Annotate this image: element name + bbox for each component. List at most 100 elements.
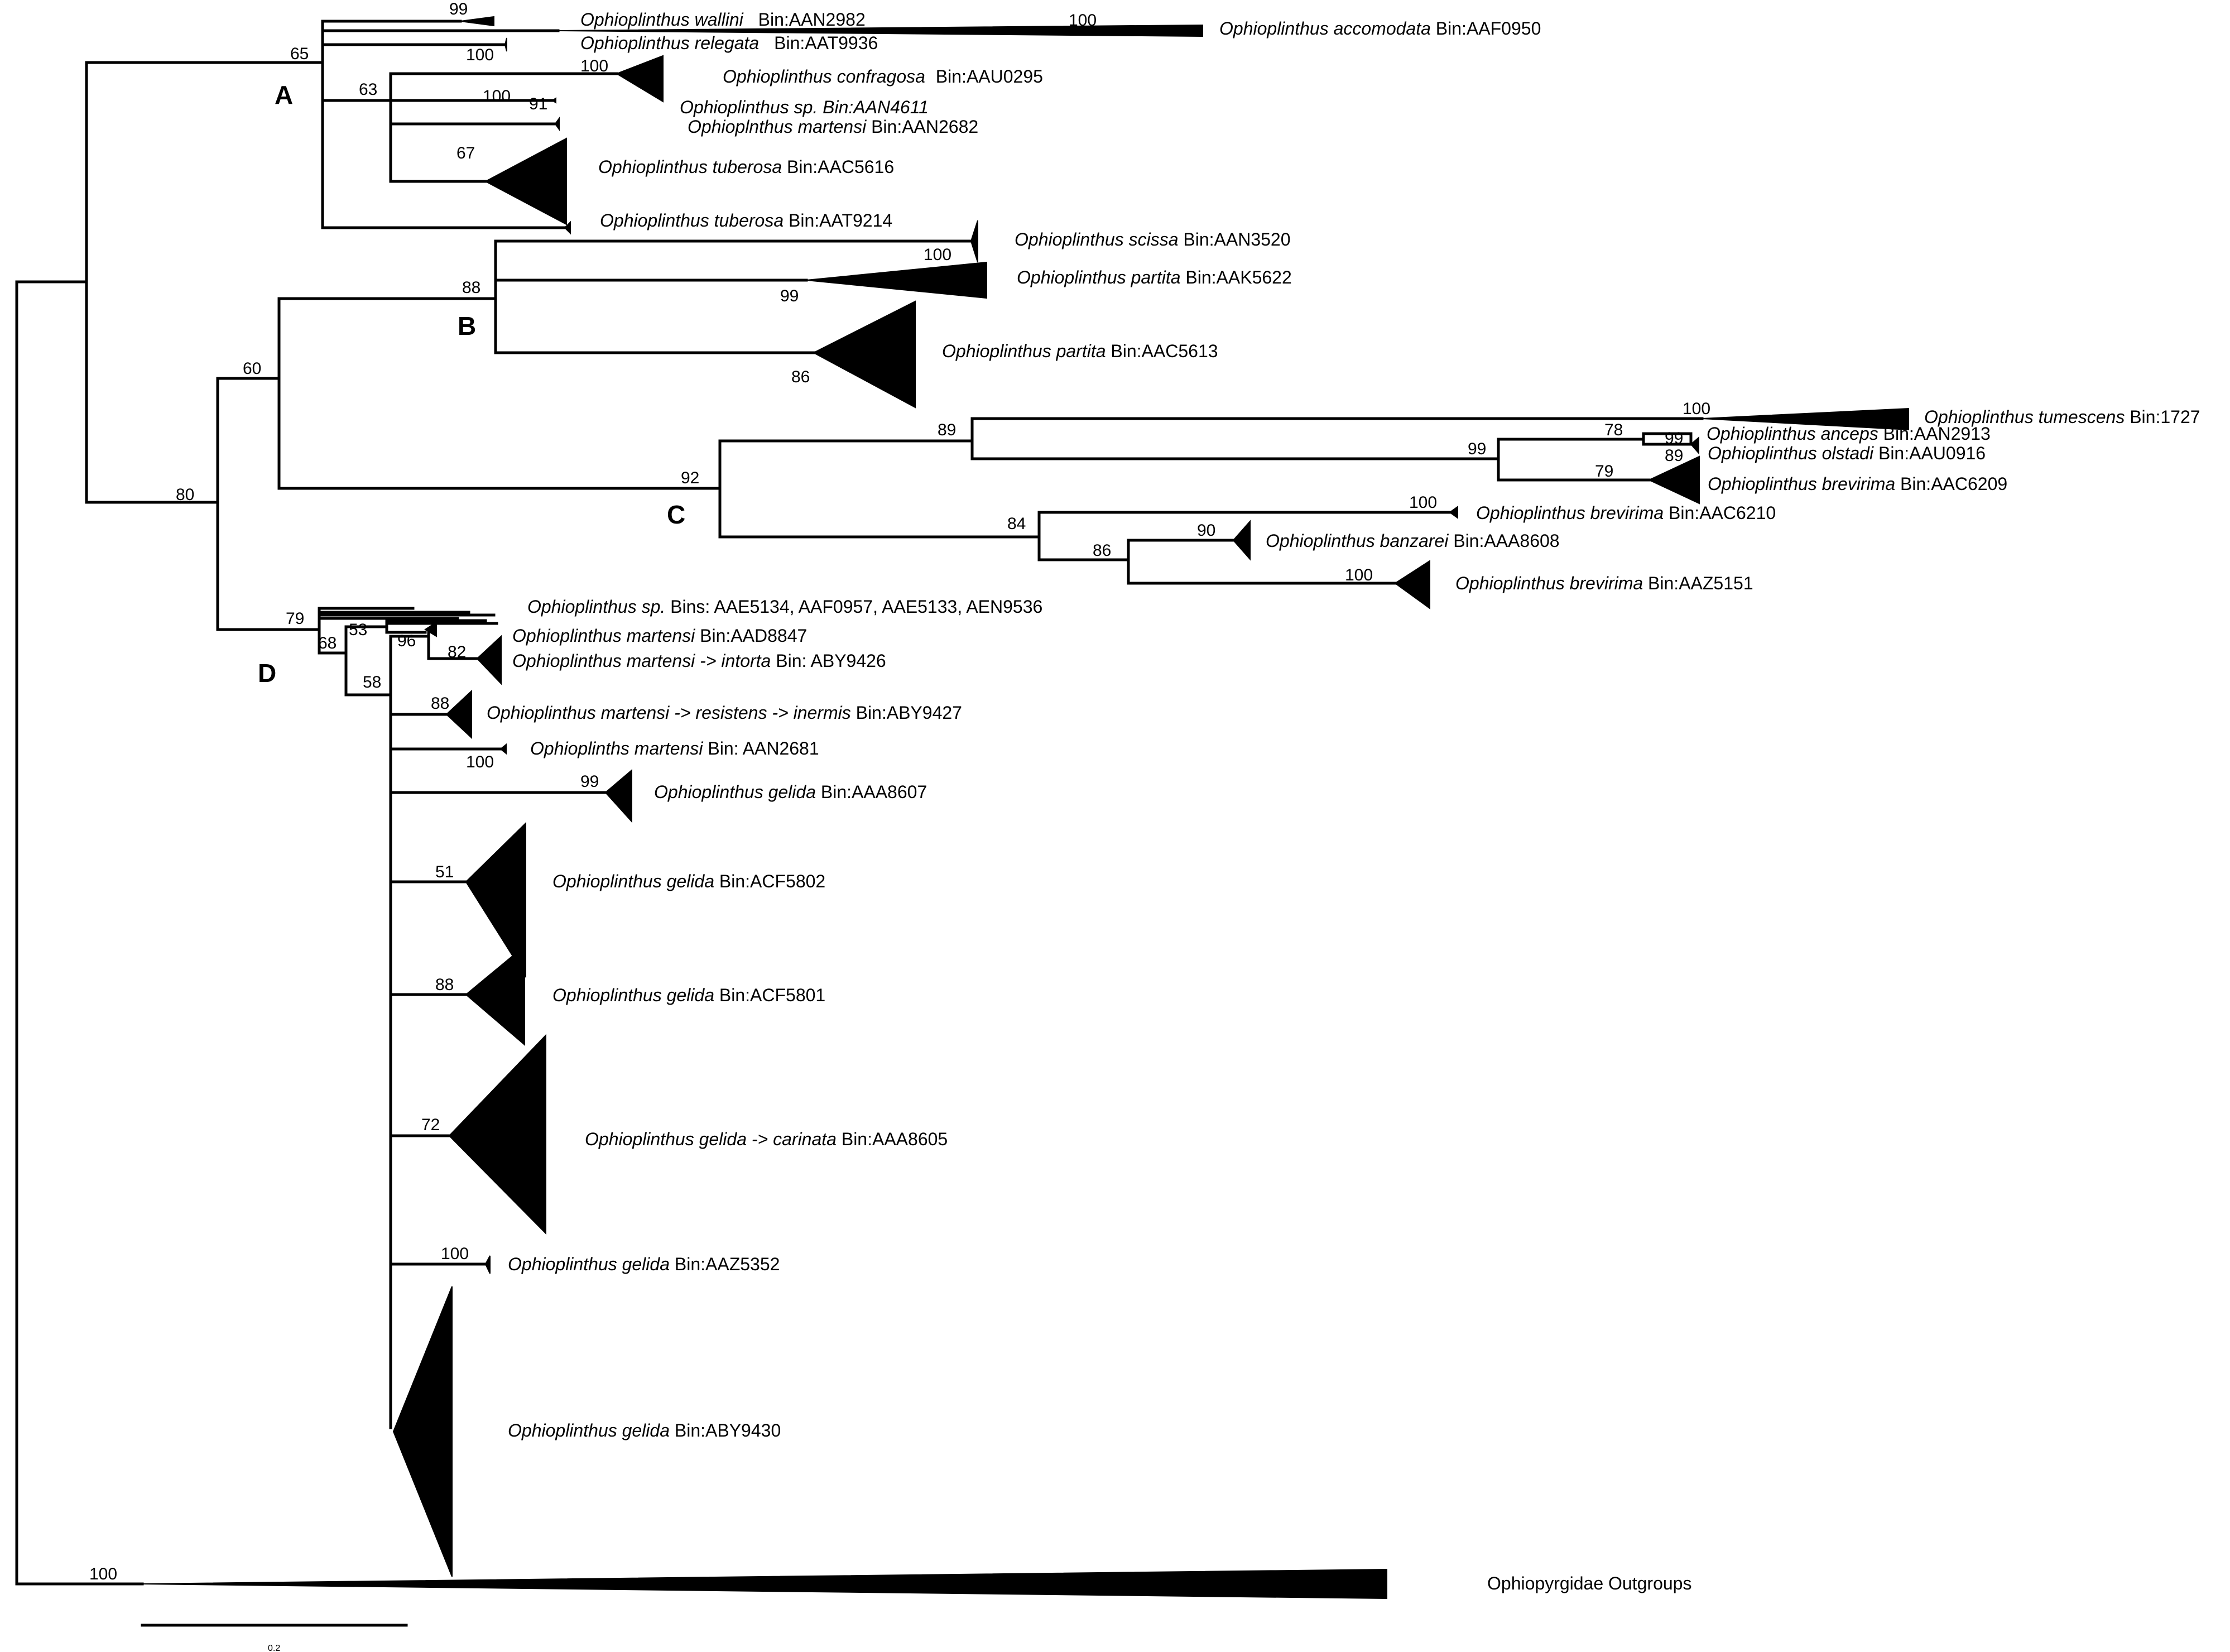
tip-label: Ophioplinthus gelida Bin:ACF5802 <box>552 871 825 891</box>
bootstrap-label: 90 <box>1197 521 1215 540</box>
bootstrap-label: 99 <box>1665 429 1683 448</box>
tip-label: Ophioplinthus gelida Bin:ABY9430 <box>508 1420 781 1440</box>
tip-label: Ophioplinthus sp. Bins: AAE5134, AAF0957… <box>527 597 1042 617</box>
tip-label: Ophioplinthus martensi -> resistens -> i… <box>487 703 962 723</box>
clade-triangle-gelida-acf5801 <box>465 944 525 1046</box>
clade-triangle-olstadi <box>1690 436 1699 455</box>
clade-triangle-brevirima-aac6210 <box>1449 506 1458 519</box>
clade-label-b: B <box>458 311 476 340</box>
bootstrap-label: 92 <box>681 469 699 487</box>
tip-label: Ophioplinthus gelida Bin:ACF5801 <box>552 985 825 1005</box>
branch-clade-b <box>494 239 973 354</box>
bootstrap-label: 100 <box>466 753 494 771</box>
clade-triangle-sp-aan4611 <box>551 97 556 104</box>
bootstrap-label: 99 <box>449 0 468 18</box>
clade-triangle-martensi-aan2682 <box>554 116 560 132</box>
tip-label: Ophioplinthus relegata Bin:AAT9936 <box>580 33 878 53</box>
bootstrap-label: 53 <box>349 621 367 639</box>
bootstrap-label: 58 <box>363 673 381 691</box>
bootstrap-label: 79 <box>286 609 304 628</box>
bootstrap-label: 100 <box>89 1565 117 1583</box>
bootstrap-label: 88 <box>431 694 449 713</box>
bootstrap-label: 60 <box>243 359 261 378</box>
tip-label: Ophioplinthus tuberosa Bin:AAC5616 <box>598 157 894 177</box>
tip-label: Ophioplinthus confragosa Bin:AAU0295 <box>723 66 1043 87</box>
bootstrap-label: 100 <box>1683 400 1710 418</box>
tree-branches <box>15 20 1704 1586</box>
bootstrap-label: 100 <box>1345 566 1373 584</box>
bootstrap-label: 89 <box>1665 446 1683 465</box>
clade-triangle-gelida-aaz5352 <box>484 1255 491 1274</box>
bootstrap-label: 80 <box>176 486 194 504</box>
tip-label: Ophioplinthus partita Bin:AAK5622 <box>1017 267 1292 287</box>
tip-label: Ophioplinthus brevirima Bin:AAC6210 <box>1476 503 1776 523</box>
scale-bar: 0.2 <box>141 1624 408 1652</box>
bootstrap-label: 100 <box>1409 493 1437 512</box>
clade-triangle-confragosa <box>615 55 664 103</box>
clade-triangle-martensi-resistens <box>445 689 472 739</box>
clade-triangle-martensi-intorta <box>476 635 502 685</box>
clade-triangle-banzarei <box>1232 520 1251 561</box>
clade-triangle-wallini <box>460 16 494 27</box>
tip-label: Ophioplinthus banzarei Bin:AAA8608 <box>1266 531 1560 551</box>
clade-label-d: D <box>258 659 276 688</box>
collapsed-clades <box>142 16 1909 1600</box>
tip-label: Ophioplinthus tuberosa Bin:AAT9214 <box>600 210 892 230</box>
clade-triangle-partita-aak5622 <box>806 261 987 299</box>
bootstrap-labels: 99 100 65 100 63 100 100 91 67 100 88 99… <box>89 0 1710 1583</box>
tip-label: Ophioplinths martensi Bin: AAN2681 <box>530 738 819 758</box>
tip-label: Ophioplinthus scissa Bin:AAN3520 <box>1015 229 1291 249</box>
scale-bar-label: 0.2 <box>268 1644 280 1652</box>
bootstrap-label: 100 <box>483 87 511 105</box>
bootstrap-label: 89 <box>938 421 956 439</box>
bootstrap-label: 96 <box>397 632 416 650</box>
clade-triangle-martensi-aad8847 <box>424 621 437 637</box>
tip-label: Ophioplinthus sp. Bin:AAN4611 <box>680 97 929 117</box>
bootstrap-label: 67 <box>456 144 475 162</box>
tip-label: Ophioplnthus martensi Bin:AAN2682 <box>688 117 978 137</box>
bootstrap-label: 99 <box>780 287 799 305</box>
clade-triangle-outgroups <box>142 1568 1387 1600</box>
bootstrap-label: 86 <box>791 368 810 386</box>
bootstrap-label: 100 <box>441 1245 469 1263</box>
bootstrap-label: 99 <box>580 772 599 791</box>
bootstrap-label: 51 <box>435 863 454 881</box>
bootstrap-label: 100 <box>1069 11 1097 30</box>
bootstrap-label: 88 <box>435 976 454 994</box>
branch-clade-c <box>718 417 1704 585</box>
tip-label: Ophioplinthus gelida Bin:AAA8607 <box>654 782 927 802</box>
clade-triangle-brevirima-aaz5151 <box>1394 560 1430 609</box>
tip-label: Ophioplinthus tumescens Bin:1727 <box>1924 407 2200 427</box>
clade-triangle-gelida-aaa8607 <box>604 769 632 823</box>
clade-triangle-tumescens <box>1702 407 1909 431</box>
tip-label: Ophioplinthus gelida Bin:AAZ5352 <box>508 1254 780 1274</box>
bootstrap-label: 84 <box>1007 515 1026 533</box>
clade-triangle-gelida-aby9430 <box>392 1286 453 1577</box>
tip-label: Ophioplinthus martensi Bin:AAD8847 <box>512 626 807 646</box>
bootstrap-label: 63 <box>359 80 377 99</box>
clade-triangle-tuberosa-aat9214 <box>564 220 571 235</box>
bootstrap-label: 86 <box>1093 541 1111 560</box>
bootstrap-label: 88 <box>462 278 480 297</box>
clade-triangle-relegata <box>504 37 507 52</box>
tip-label: Ophioplinthus gelida -> carinata Bin:AAA… <box>585 1129 948 1149</box>
tip-label: Ophioplinthus wallini Bin:AAN2982 <box>580 9 866 30</box>
branch-root <box>15 280 144 1586</box>
clade-triangle-brevirima-aac6209 <box>1647 455 1700 505</box>
bootstrap-label: 79 <box>1595 462 1613 481</box>
bootstrap-label: 68 <box>318 634 337 652</box>
clade-label-a: A <box>275 80 293 109</box>
tip-label-outgroups: Ophiopyrgidae Outgroups <box>1487 1573 1691 1593</box>
clade-letters: A B C D <box>258 80 685 688</box>
tip-label: Ophioplinthus brevirima Bin:AAC6209 <box>1708 474 2007 494</box>
branch-clade-a <box>321 20 618 229</box>
branch-clade-d <box>216 607 607 1429</box>
tip-label: Ophioplinthus anceps Bin:AAN2913 <box>1707 424 1991 444</box>
tip-label: Ophioplinthus accomodata Bin:AAF0950 <box>1219 18 1541 39</box>
clade-triangle-accomodata <box>558 24 1203 37</box>
clade-triangle-gelida-carinata <box>448 1034 546 1235</box>
branch-node-60 <box>216 297 722 631</box>
bootstrap-label: 91 <box>529 95 547 113</box>
branch-node-80 <box>85 61 324 504</box>
